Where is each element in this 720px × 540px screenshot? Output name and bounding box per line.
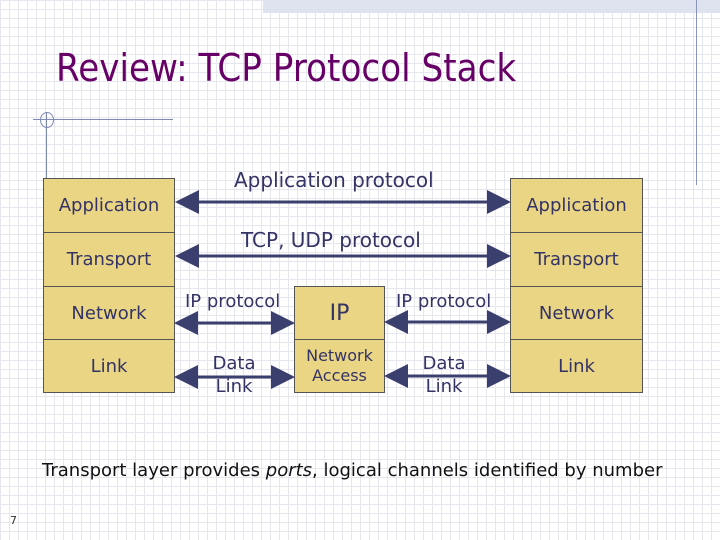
- ip-protocol-label-left: IP protocol: [185, 291, 281, 312]
- left-link-layer: Link: [43, 339, 175, 393]
- network-access-line2: Access: [312, 366, 367, 385]
- decorative-circle-icon: [40, 112, 54, 128]
- right-link-layer: Link: [510, 339, 643, 393]
- label-line: Data: [212, 353, 256, 374]
- page-number: 7: [10, 514, 17, 527]
- label-line: Link: [425, 376, 463, 397]
- ip-protocol-label-right: IP protocol: [396, 291, 492, 312]
- label-line: Data: [422, 353, 466, 374]
- router-network-access-layer: Network Access: [294, 339, 385, 393]
- left-transport-layer: Transport: [43, 232, 175, 287]
- footer-part: , logical channels identified by number: [312, 460, 663, 481]
- network-access-line1: Network: [306, 346, 373, 365]
- application-protocol-label: Application protocol: [234, 168, 434, 192]
- decorative-bar: [263, 0, 720, 13]
- footer-emphasis: ports: [265, 460, 313, 481]
- footer-text: Transport layer provides ports, logical …: [42, 460, 662, 481]
- right-application-layer: Application: [510, 178, 643, 233]
- decorative-line: [33, 119, 173, 120]
- left-application-layer: Application: [43, 178, 175, 233]
- slide-title: Review: TCP Protocol Stack: [56, 46, 517, 90]
- footer-part: Transport layer provides: [42, 460, 266, 481]
- router-ip-layer: IP: [294, 286, 385, 340]
- decorative-line: [46, 112, 47, 180]
- tcp-udp-protocol-label: TCP, UDP protocol: [241, 228, 421, 252]
- decorative-line: [696, 0, 697, 185]
- label-line: Link: [215, 376, 253, 397]
